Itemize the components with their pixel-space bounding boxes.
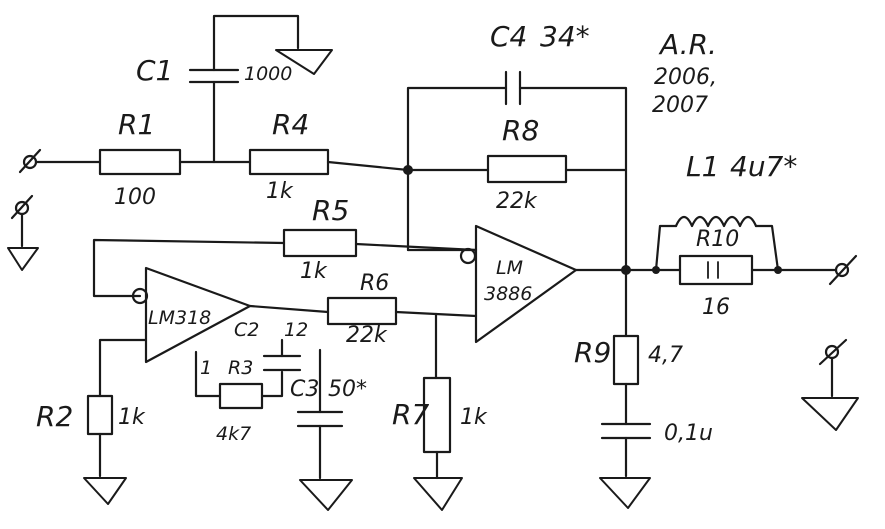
R6-value: 22k: [346, 323, 388, 348]
C3-ground: [299, 479, 353, 511]
C1-ground: [275, 49, 333, 75]
wire-r3-left: [194, 350, 222, 398]
R6-label: R6: [360, 271, 389, 296]
input-ground: [7, 194, 39, 271]
R3-label: R3: [228, 357, 253, 379]
C4-label: C4: [490, 20, 527, 53]
R3-pin: 1: [200, 357, 212, 379]
U1-pin-circle: [131, 287, 149, 305]
R4-label: R4: [272, 108, 309, 141]
L1-label: L1: [686, 150, 719, 183]
R8-value: 22k: [496, 189, 538, 214]
R6-resistor: [326, 296, 398, 326]
R5-label: R5: [312, 194, 349, 227]
R7-value: 1k: [460, 405, 488, 430]
C1-value: 1000: [244, 63, 292, 85]
U1-opamp: [144, 266, 252, 364]
R8-resistor: [486, 154, 568, 184]
year-note-1: 2006,: [654, 65, 717, 90]
U2-pin-circle: [459, 247, 477, 265]
R2-ground: [83, 477, 127, 505]
wire-c4-right: [518, 86, 628, 270]
R10-label: R10: [696, 227, 739, 252]
R2-value: 1k: [118, 405, 146, 430]
C4-value: 34*: [540, 20, 590, 53]
L1-inductor: [674, 215, 758, 228]
R1-resistor: [98, 148, 182, 176]
wire-r2: [98, 338, 148, 398]
wire-r4-node: [326, 160, 410, 172]
wire-c1-gnd: [212, 14, 300, 72]
C2-label: C2: [234, 319, 259, 341]
R10-value: 16: [702, 295, 730, 320]
R1-label: R1: [118, 108, 155, 141]
R5-resistor: [282, 228, 358, 258]
R2-label: R2: [36, 400, 73, 433]
R7-label: R7: [392, 398, 429, 431]
U1-label: LM318: [148, 307, 211, 329]
R4-value: 1k: [266, 179, 294, 204]
wire-r5-loop: [92, 238, 286, 298]
year-note-2: 2007: [652, 93, 708, 118]
C5-value: 0,1u: [664, 421, 713, 446]
C3-value: 50*: [328, 377, 367, 402]
R5-value: 1k: [300, 259, 328, 284]
wire-u1-out: [248, 304, 330, 314]
R9-label: R9: [574, 336, 611, 369]
output-terminal: [828, 254, 858, 286]
wire-l1-left: [654, 224, 678, 272]
R3-value: 4k7: [216, 423, 251, 445]
R9-value: 4,7: [648, 343, 683, 368]
R3-resistor: [218, 382, 264, 410]
R2-resistor: [86, 394, 114, 436]
wire-r5-left: [354, 242, 478, 252]
C3-label: C3: [290, 377, 319, 402]
U2-label-1: LM: [496, 257, 523, 279]
R9-resistor: [612, 334, 640, 386]
R1-value: 100: [114, 185, 156, 210]
author-note: A.R.: [658, 28, 717, 61]
U2-opamp: [474, 224, 578, 344]
L1-value: 4u7*: [730, 150, 797, 183]
output-ground: [801, 338, 859, 431]
R8-label: R8: [502, 114, 539, 147]
C5-ground: [599, 477, 651, 509]
R10-resistor: [678, 254, 754, 286]
C2-value: 12: [284, 319, 308, 341]
R4-resistor: [248, 148, 330, 176]
wire-c4-left: [406, 86, 508, 172]
R7-ground: [413, 477, 463, 511]
U2-label-2: 3886: [484, 283, 532, 305]
C1-label: C1: [136, 54, 173, 87]
wire-l1-right: [754, 224, 780, 272]
wire-r3-right: [260, 370, 284, 398]
